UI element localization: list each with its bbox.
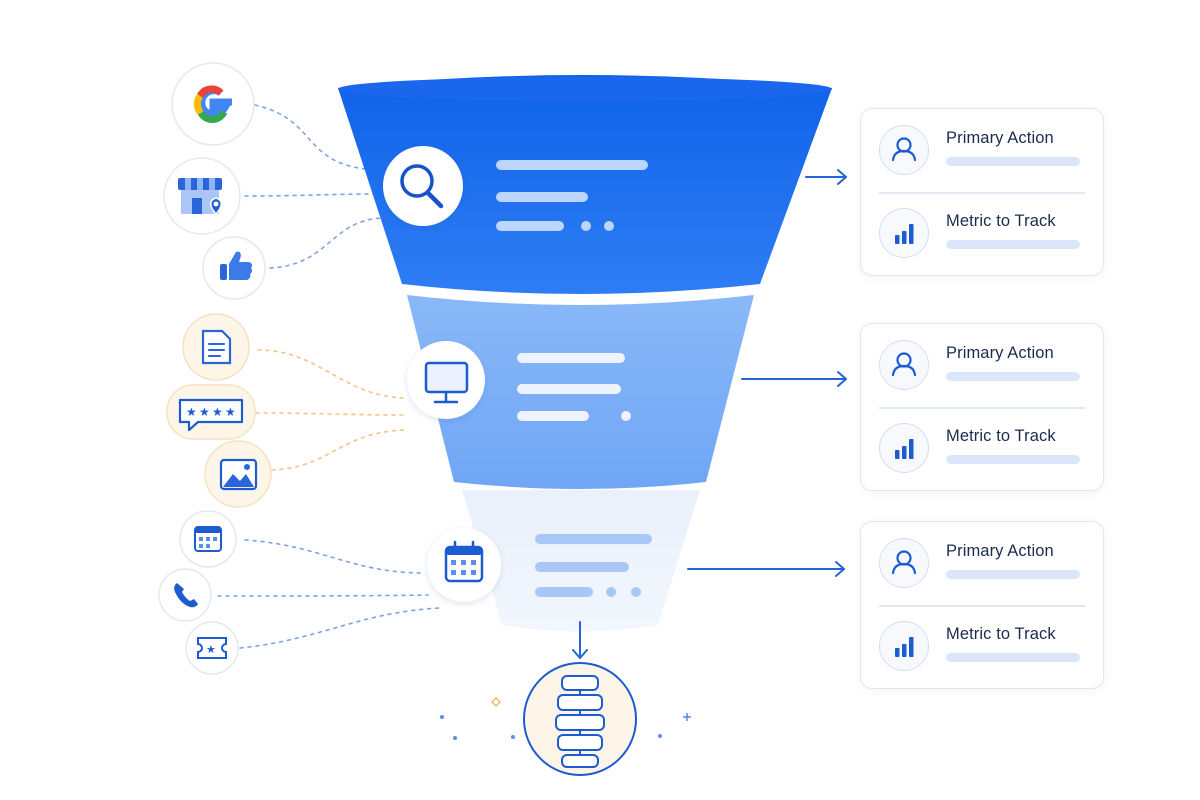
placeholder-bar	[946, 157, 1080, 166]
metric-row: Metric to Track	[861, 407, 1103, 490]
image-icon	[204, 440, 272, 508]
card-divider	[879, 407, 1085, 409]
card-label: Primary Action	[946, 344, 1054, 362]
placeholder-bar	[946, 653, 1080, 662]
card-label: Primary Action	[946, 129, 1054, 147]
card-label: Primary Action	[946, 542, 1054, 560]
connector-line	[255, 412, 406, 416]
arrow-to-card-2	[741, 371, 847, 387]
svg-text:★: ★	[225, 405, 236, 419]
funnel-stage-1	[338, 75, 832, 294]
star-review-icon: ★★★★	[166, 384, 256, 440]
placeholder-bar	[946, 455, 1080, 464]
card-label: Metric to Track	[946, 212, 1056, 230]
connector-line	[239, 607, 441, 649]
user-icon	[879, 538, 929, 588]
card-label: Metric to Track	[946, 427, 1056, 445]
connector-line	[244, 539, 421, 574]
connector-line	[269, 217, 384, 269]
card-divider	[879, 605, 1085, 607]
svg-text:★: ★	[186, 405, 197, 419]
ticket-icon: ★	[185, 621, 239, 675]
document-icon	[182, 313, 250, 381]
card-label: Metric to Track	[946, 625, 1056, 643]
thumbs-up-icon	[202, 236, 266, 300]
arrow-to-outcome	[572, 621, 588, 659]
google-icon	[171, 62, 255, 146]
calendar-icon	[179, 510, 237, 568]
monitor-icon	[407, 341, 485, 419]
connector-line	[217, 594, 429, 597]
card-divider	[879, 192, 1085, 194]
primary-action-row: Primary Action	[861, 109, 1103, 192]
bar-chart-icon	[879, 208, 929, 258]
bar-chart-icon	[879, 621, 929, 671]
connector-line	[244, 193, 379, 197]
stage-3-card: Primary Action Metric to Track	[860, 521, 1104, 689]
sparkle-decorations	[440, 696, 691, 740]
arrow-to-card-3	[687, 561, 845, 577]
arrows	[572, 169, 847, 659]
placeholder-bar	[946, 372, 1080, 381]
stage-2-card: Primary Action Metric to Track	[860, 323, 1104, 491]
user-icon	[879, 340, 929, 390]
placeholder-bar	[946, 240, 1080, 249]
stage-1-placeholder	[496, 160, 648, 231]
connector-lines	[217, 104, 441, 649]
funnel-rim	[338, 77, 832, 101]
user-icon	[879, 125, 929, 175]
stage-3-placeholder	[535, 534, 652, 597]
metric-row: Metric to Track	[861, 605, 1103, 688]
store-location-icon	[163, 157, 241, 235]
stage-2-placeholder	[517, 353, 631, 421]
bar-chart-icon	[879, 423, 929, 473]
phone-icon	[158, 568, 212, 622]
magnifier-icon	[383, 146, 463, 226]
calendar-icon	[427, 528, 501, 602]
primary-action-row: Primary Action	[861, 522, 1103, 605]
stage-1-card: Primary Action Metric to Track	[860, 108, 1104, 276]
arrow-to-card-1	[805, 169, 847, 185]
metric-row: Metric to Track	[861, 192, 1103, 275]
connector-line	[271, 429, 406, 471]
funnel-stage-3	[462, 490, 700, 632]
connector-line	[257, 349, 404, 399]
svg-text:★: ★	[199, 405, 210, 419]
spine-icon	[523, 662, 637, 776]
svg-text:★: ★	[206, 643, 216, 656]
placeholder-bar	[946, 570, 1080, 579]
primary-action-row: Primary Action	[861, 324, 1103, 407]
svg-text:★: ★	[212, 405, 223, 419]
